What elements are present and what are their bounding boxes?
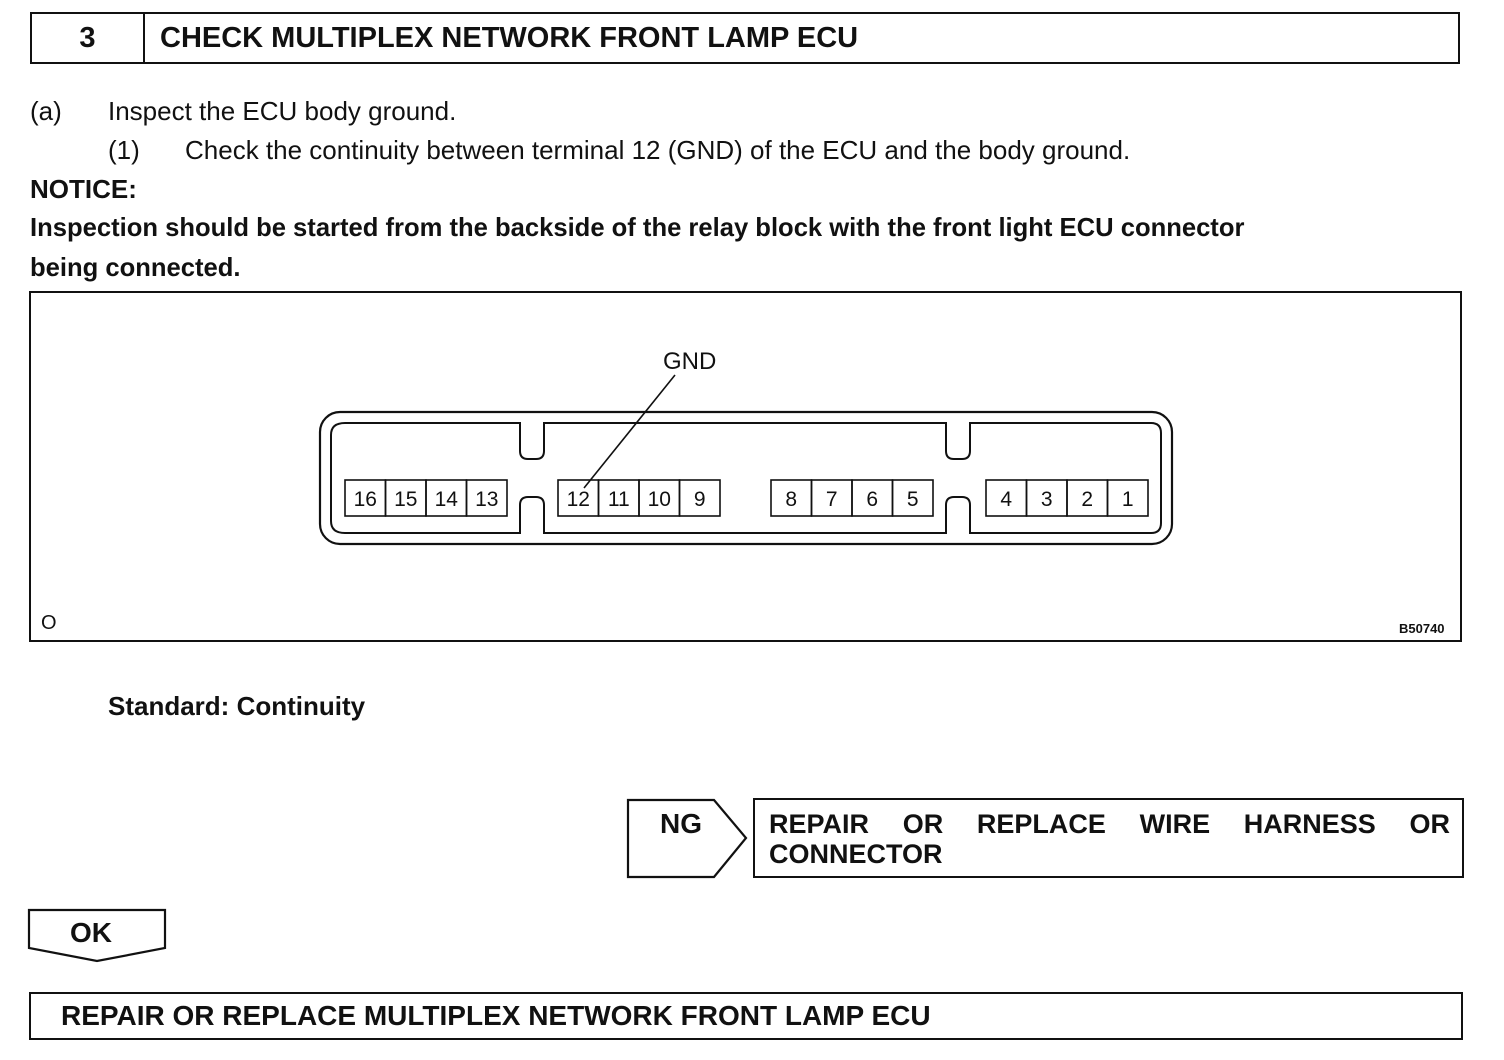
instruction-sub-text: Check the continuity between terminal 12…	[185, 135, 1131, 165]
terminal-number: 9	[694, 488, 706, 511]
step-number: 3	[32, 14, 145, 62]
ng-action-line-2: CONNECTOR	[769, 839, 943, 869]
terminal-number: 13	[475, 488, 498, 511]
terminal-number: 4	[1000, 488, 1012, 511]
notice-line-2: being connected.	[30, 254, 241, 282]
terminal-cell	[1106, 479, 1149, 517]
connector-outer-shell	[318, 410, 1174, 546]
terminal-number: 2	[1081, 488, 1093, 511]
ok-arrow-shape	[27, 908, 167, 963]
figure-corner-mark: O	[41, 612, 57, 634]
figure-id: B50740	[1399, 621, 1445, 636]
ok-action-box: REPAIR OR REPLACE MULTIPLEX NETWORK FRON…	[29, 992, 1463, 1040]
terminal-number: 11	[608, 488, 630, 511]
terminal-number: 6	[866, 488, 878, 511]
gnd-leader-line	[583, 374, 676, 489]
terminal-number: 1	[1122, 488, 1134, 511]
terminal-number: 7	[826, 488, 838, 511]
terminal-number: 3	[1041, 488, 1053, 511]
notice-line-1: Inspection should be started from the ba…	[30, 214, 1245, 242]
terminal-number: 16	[354, 488, 377, 511]
terminal-number: 12	[567, 488, 590, 511]
instruction-a-marker: (a)	[30, 96, 62, 126]
terminal-number: 14	[435, 488, 459, 511]
connector-figure: 16 15 14 13 12 11 10 9 8 7 6 5 4 3 2 1 GND O B50740	[29, 291, 1462, 642]
gnd-label: GND	[663, 348, 716, 375]
notice-heading: NOTICE:	[30, 174, 137, 204]
terminal-cell	[891, 479, 934, 517]
ng-label: NG	[660, 808, 702, 839]
step-title: CHECK MULTIPLEX NETWORK FRONT LAMP ECU	[160, 22, 859, 54]
terminal-cell	[465, 479, 508, 517]
standard-text: Standard: Continuity	[108, 691, 366, 721]
terminal-number: 5	[907, 488, 919, 511]
instruction-sub-marker: (1)	[108, 135, 140, 165]
connector-diagram: 16 15 14 13 12 11 10 9 8 7 6 5 4 3 2 1 GND O B50740	[41, 348, 1445, 636]
ng-arrow-shape	[626, 798, 748, 879]
terminal-group: 16 15 14 13 12 11 10 9 8 7 6 5 4 3 2 1	[344, 479, 1149, 517]
ng-action-box: REPAIR OR REPLACE WIRE HARNESS OR CONNEC…	[753, 798, 1464, 878]
terminal-number: 15	[394, 488, 417, 511]
ng-action-line-1: REPAIR OR REPLACE WIRE HARNESS OR	[769, 809, 1450, 839]
instruction-a-text: Inspect the ECU body ground.	[108, 96, 457, 126]
connector-inner-shell	[330, 422, 1162, 534]
terminal-cell	[678, 479, 721, 517]
terminal-number: 10	[648, 488, 671, 511]
terminal-number: 8	[785, 488, 797, 511]
step-header: 3 CHECK MULTIPLEX NETWORK FRONT LAMP ECU	[30, 12, 1460, 64]
ok-label: OK	[70, 917, 112, 948]
